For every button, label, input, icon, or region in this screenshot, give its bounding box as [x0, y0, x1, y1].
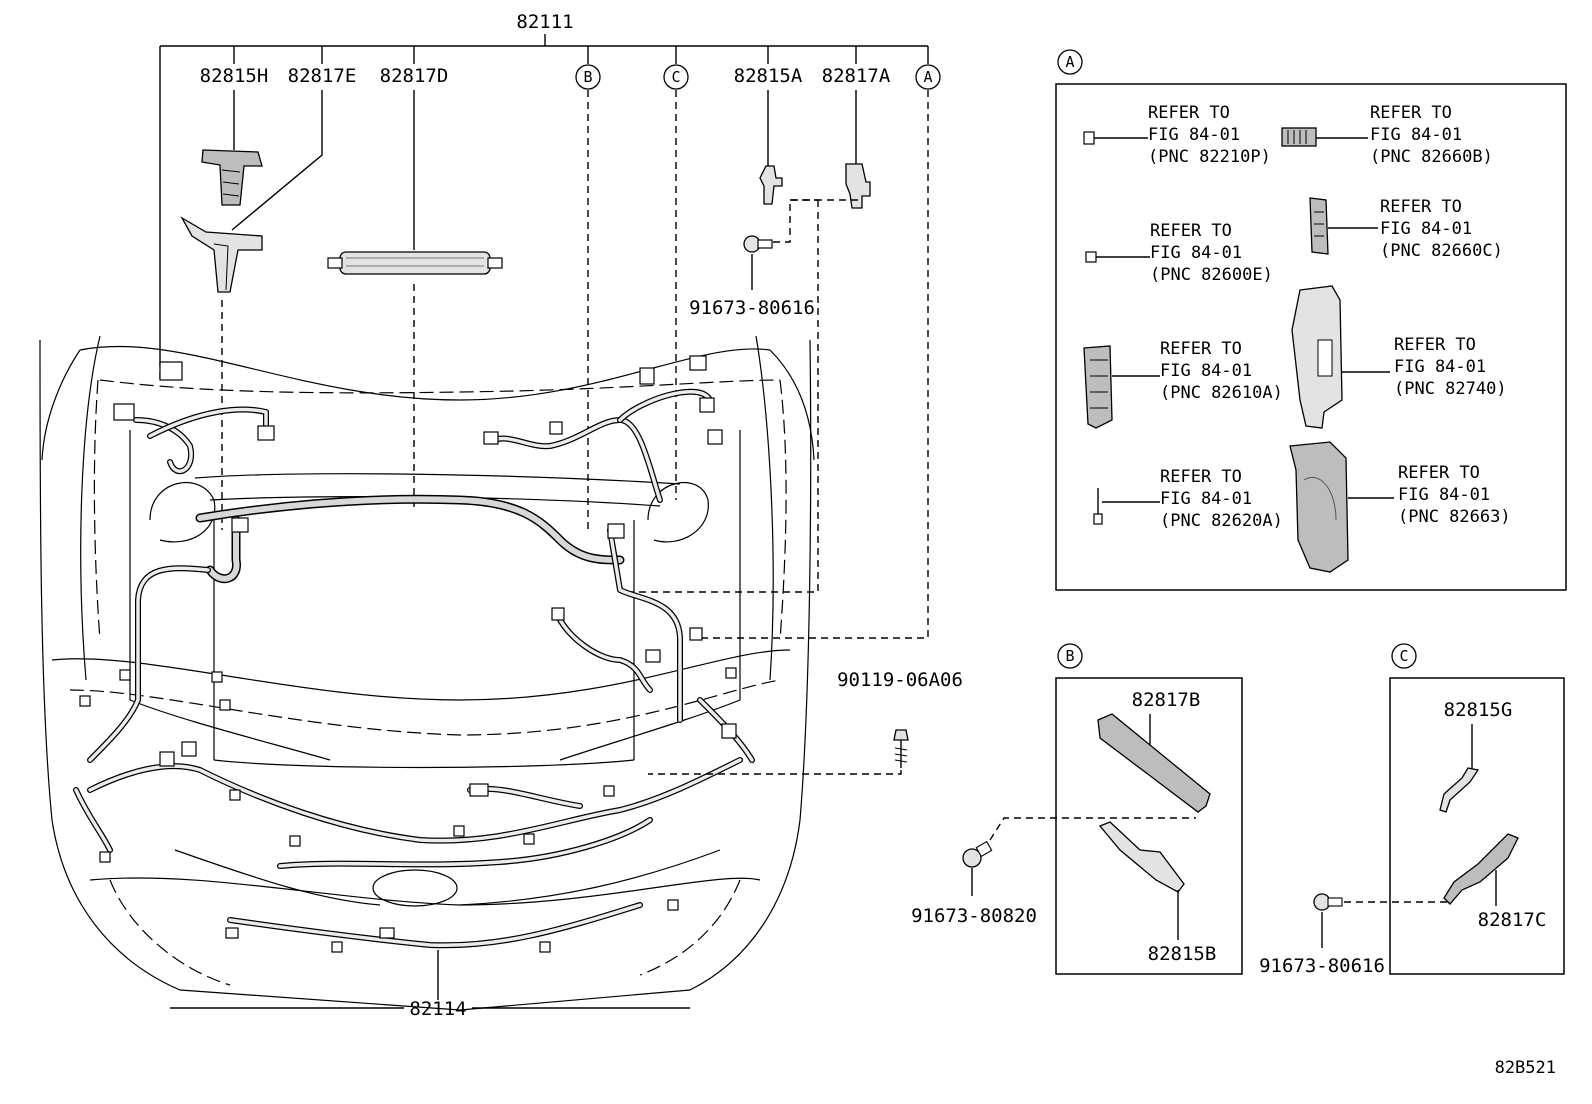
svg-text:FIG 84-01: FIG 84-01 [1370, 125, 1462, 145]
svg-text:REFER TO: REFER TO [1380, 197, 1462, 217]
part-label-82815H[interactable]: 82815H [200, 65, 269, 87]
callout-b[interactable]: B [575, 64, 601, 90]
part-82817B[interactable] [1097, 713, 1211, 813]
part-82815G[interactable] [1439, 767, 1480, 813]
panel-a-item-82660C[interactable]: REFER TO FIG 84-01 (PNC 82660C) [1309, 197, 1503, 261]
part-label-82817B[interactable]: 82817B [1132, 689, 1201, 711]
part-label-82111[interactable]: 82111 [516, 11, 573, 33]
callout-c[interactable]: C [663, 64, 689, 90]
part-label-82815G[interactable]: 82815G [1444, 699, 1513, 721]
part-label-90119-06A06[interactable]: 90119-06A06 [837, 669, 963, 691]
svg-text:FIG 84-01: FIG 84-01 [1148, 125, 1240, 145]
part-label-82815A[interactable]: 82815A [734, 65, 803, 87]
callout-c-panel-label[interactable]: C [1391, 643, 1417, 669]
callout-b-panel-label[interactable]: B [1057, 643, 1083, 669]
svg-text:(PNC 82740): (PNC 82740) [1394, 379, 1507, 399]
svg-text:REFER TO: REFER TO [1150, 221, 1232, 241]
part-82815H[interactable] [201, 149, 263, 206]
bolt-91673-80820[interactable] [962, 840, 993, 896]
panel-c-box [1389, 677, 1565, 975]
panel-a-item-82660B[interactable]: REFER TO FIG 84-01 (PNC 82660B) [1281, 103, 1493, 167]
svg-text:FIG 84-01: FIG 84-01 [1394, 357, 1486, 377]
svg-text:REFER TO: REFER TO [1160, 339, 1242, 359]
svg-text:A: A [1065, 53, 1074, 71]
part-label-82817E[interactable]: 82817E [288, 65, 357, 87]
part-82815A[interactable] [759, 165, 783, 205]
bracket-82111 [159, 34, 929, 360]
svg-text:REFER TO: REFER TO [1160, 467, 1242, 487]
svg-text:FIG 84-01: FIG 84-01 [1380, 219, 1472, 239]
svg-text:REFER TO: REFER TO [1394, 335, 1476, 355]
svg-text:(PNC 82660B): (PNC 82660B) [1370, 147, 1493, 167]
part-label-91673-80820[interactable]: 91673-80820 [911, 905, 1037, 927]
part-label-82817C[interactable]: 82817C [1478, 909, 1547, 931]
panel-b-box [1055, 677, 1243, 975]
part-label-91673-80616-main[interactable]: 91673-80616 [689, 297, 815, 319]
bolt-90119-06A06[interactable] [893, 729, 909, 768]
part-82817C[interactable] [1443, 833, 1519, 905]
bolt-91673-80616-panel-c[interactable] [1313, 893, 1343, 948]
svg-text:C: C [671, 68, 680, 86]
engine-compartment-outline [39, 335, 815, 1011]
part-label-82815B[interactable]: 82815B [1148, 943, 1217, 965]
panel-a-item-82600E[interactable]: REFER TO FIG 84-01 (PNC 82600E) [1085, 221, 1273, 285]
panel-a-item-82740[interactable]: REFER TO FIG 84-01 (PNC 82740) [1291, 285, 1507, 429]
svg-text:A: A [923, 68, 932, 86]
part-82817A[interactable] [845, 163, 871, 209]
svg-text:C: C [1399, 647, 1408, 665]
figure-code: 82B521 [1495, 1058, 1556, 1078]
svg-text:FIG 84-01: FIG 84-01 [1398, 485, 1490, 505]
part-82817D[interactable] [327, 251, 503, 275]
svg-text:REFER TO: REFER TO [1370, 103, 1452, 123]
panel-a-item-82210P[interactable]: REFER TO FIG 84-01 (PNC 82210P) [1083, 103, 1271, 167]
part-82817E[interactable] [180, 216, 263, 293]
svg-text:FIG 84-01: FIG 84-01 [1150, 243, 1242, 263]
svg-text:REFER TO: REFER TO [1148, 103, 1230, 123]
svg-text:B: B [583, 68, 592, 86]
callout-a-panel-label[interactable]: A [1057, 49, 1083, 75]
svg-text:(PNC 82600E): (PNC 82600E) [1150, 265, 1273, 285]
panel-a-item-82620A[interactable]: REFER TO FIG 84-01 (PNC 82620A) [1093, 467, 1283, 531]
panel-a-item-82663[interactable]: REFER TO FIG 84-01 (PNC 82663) [1289, 441, 1511, 573]
svg-text:(PNC 82660C): (PNC 82660C) [1380, 241, 1503, 261]
svg-text:FIG 84-01: FIG 84-01 [1160, 489, 1252, 509]
svg-text:(PNC 82210P): (PNC 82210P) [1148, 147, 1271, 167]
callout-a[interactable]: A [915, 64, 941, 90]
part-label-82114[interactable]: 82114 [409, 998, 466, 1020]
svg-text:(PNC 82610A): (PNC 82610A) [1160, 383, 1283, 403]
svg-text:(PNC 82663): (PNC 82663) [1398, 507, 1511, 527]
connectors [79, 355, 737, 953]
svg-text:REFER TO: REFER TO [1398, 463, 1480, 483]
svg-text:FIG 84-01: FIG 84-01 [1160, 361, 1252, 381]
engine-wire-82114[interactable] [73, 697, 755, 949]
svg-text:B: B [1065, 647, 1074, 665]
engine-room-harness-82111[interactable] [87, 388, 713, 763]
part-label-82817A[interactable]: 82817A [822, 65, 891, 87]
part-label-91673-80616-panel-c[interactable]: 91673-80616 [1259, 955, 1385, 977]
panel-a-box [1055, 83, 1567, 591]
panel-a-item-82610A[interactable]: REFER TO FIG 84-01 (PNC 82610A) [1083, 339, 1283, 429]
part-82815B[interactable] [1098, 821, 1185, 893]
part-label-82817D[interactable]: 82817D [380, 65, 449, 87]
bolt-91673-80616-main[interactable] [743, 235, 773, 290]
svg-text:(PNC 82620A): (PNC 82620A) [1160, 511, 1283, 531]
